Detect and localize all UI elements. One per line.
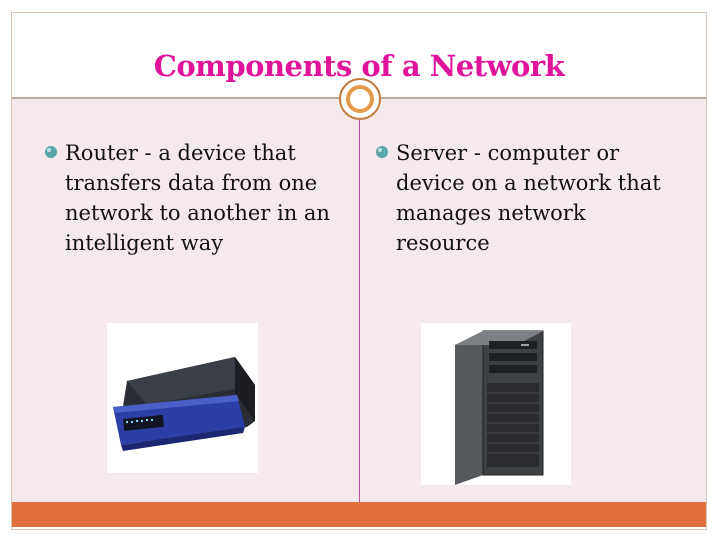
bullet-icon (45, 146, 57, 158)
bullet-text-server: Server - computer or device on a network… (396, 141, 661, 255)
router-photo (107, 323, 258, 473)
slide-title: Components of a Network (153, 49, 565, 83)
decorative-ring-icon (339, 78, 381, 120)
slide-frame (11, 12, 707, 530)
footer-bar (12, 502, 706, 527)
column-divider (359, 120, 360, 502)
server-photo (421, 323, 571, 485)
bullet-router: Router - a device that transfers data fr… (44, 138, 344, 258)
bullet-server: Server - computer or device on a network… (375, 138, 685, 258)
bullet-text-router: Router - a device that transfers data fr… (65, 141, 330, 255)
bullet-icon (376, 146, 388, 158)
